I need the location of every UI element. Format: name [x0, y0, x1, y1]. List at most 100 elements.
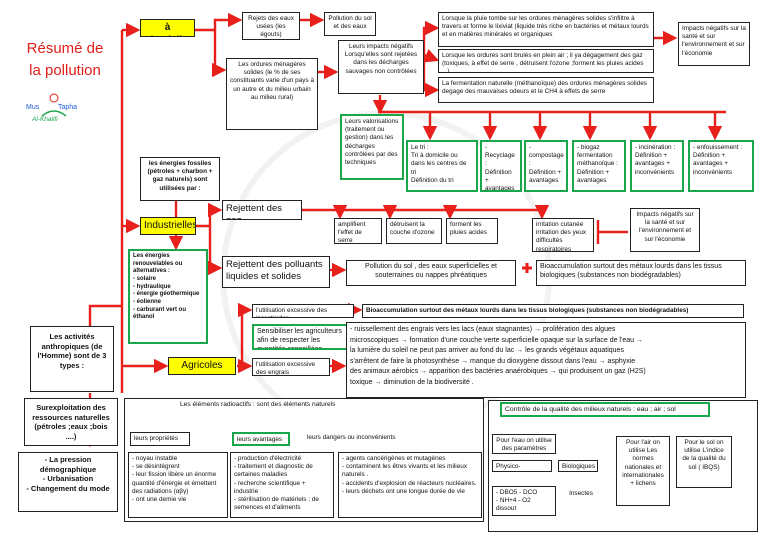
fossiles-box: les énergies fossiles (pétroles + charbo… [140, 157, 220, 201]
param-item: - NH+4 - O2 dissout [496, 497, 531, 513]
renouvelables-title: Les énergies renouvelables ou alternativ… [133, 253, 183, 275]
consequence-line: des animaux aérobics → apparition des ba… [350, 368, 646, 375]
rejets-box: Rejets des eaux usées (les égouts) [242, 12, 300, 40]
technique-line: Définition + avantages [529, 168, 562, 184]
eau-box: Pour l'eau on utilise des paramètres [492, 434, 556, 454]
technique-incineration: - incinération : Définition + avantages … [630, 140, 684, 192]
logo-text-2: Tapha [58, 104, 78, 111]
danger-item: - leurs déchets ont une longue durée de … [342, 487, 465, 495]
proprietes-list: - noyau instable - se désintègrent - leu… [128, 452, 228, 518]
air-box: Pour l'air on utilise Les normes nationa… [616, 436, 670, 506]
technique-compostage: - compostage : Définition + avantages [524, 140, 568, 192]
source-industrielles: Industrielles [140, 217, 196, 235]
technique-line: fermentation méthanoïque : [577, 152, 618, 168]
cause-item: - Changement du mode [26, 483, 110, 493]
logo: Mus Tapha Al-Khalifi [26, 92, 82, 126]
sol-box: Pour le sol on utilise L'indice de la qu… [676, 436, 732, 488]
param-item: - DBO5 - DCO [496, 489, 538, 496]
technique-line: Définition + avantages + inconvénients [693, 152, 733, 176]
impacts-sante-box: Impacts négatifs sur la santé et sur l'e… [678, 22, 750, 66]
technique-line: Définition + avantages + inconvénients [635, 152, 675, 176]
insectes-box: Insectes [566, 488, 596, 500]
physico-box: Physico-chimiques [492, 460, 552, 472]
engrais-box: l'utilisation excessive des engrais [252, 358, 330, 376]
source-agricoles: Agricoles [168, 357, 236, 375]
technique-line: Définition + avantages [577, 168, 610, 184]
activites-box: Les activités anthropiques (de l'Homme) … [30, 326, 114, 392]
logo-text-1: Mus [26, 104, 40, 111]
renouvelables-box: Les énergies renouvelables ou alternativ… [128, 249, 208, 344]
source-domicile: à domicile [140, 19, 195, 37]
impacts-box: Leurs impacts négatifs Lorsqu'elles sont… [338, 40, 424, 94]
danger-item: - contaminent les êtres vivants et les m… [342, 463, 468, 479]
params-box: - DBO5 - DCO - NH+4 - O2 dissout [492, 486, 556, 516]
consequence-line: - ruissellement des engrais vers les lac… [350, 326, 616, 333]
technique-enfouissement: - enfouissement : Définition + avantages… [688, 140, 754, 192]
pluie-box: Lorsque la pluie tombe sur les ordures m… [438, 12, 654, 47]
danger-item: - accidents d'explosion de réacteurs nuc… [342, 479, 477, 487]
consequence-line: microscopiques → formation d'une couche … [350, 336, 643, 344]
logo-icon [41, 93, 67, 117]
renouvelable-item: - carburant vert ou éthanol [133, 306, 187, 321]
biologiques-box: Biologiques [558, 460, 598, 472]
page-title: Résumé de la pollution [20, 38, 110, 82]
pollution-eaux-box: Pollution du sol , des eaux superficiell… [346, 260, 516, 286]
fermentation-box: La fermentation naturelle (méthanoïque) … [438, 77, 654, 103]
renouvelable-item: - éolienne [133, 299, 162, 306]
gaz-effet-2: détruisent la couche d'ozone [386, 218, 442, 244]
technique-label: - compostage : [529, 144, 564, 168]
valorisations-box: Leurs valorisations (traitement ou gesti… [340, 114, 404, 180]
surexploitation-box: Surexploitation des ressources naturelle… [24, 398, 118, 446]
technique-recyclage: - Recyclage : Définition + avantages [480, 140, 522, 192]
avantage-item: - recherche scientifique + industrie [234, 479, 306, 495]
technique-line: Définition + avantages [485, 168, 515, 192]
proprietes-box: leurs propriétés [130, 432, 190, 446]
rejet-polluants-box: Rejettent des polluants liquides et soli… [222, 256, 330, 288]
propriete-item: - leur fission libère un énorme quantité… [132, 471, 217, 495]
gaz-effet-3: forment les pluies acides [446, 218, 498, 244]
avantages-list: - production d'électricité - traitement … [230, 452, 334, 518]
avantage-item: - stérilisation de matériels ; de semenc… [234, 495, 319, 512]
eutrophisation-box: - ruissellement des engrais vers les lac… [346, 322, 746, 398]
cause-item: - La pression démographique [39, 455, 97, 474]
avantages-box: leurs avantages [232, 432, 290, 446]
technique-label: - enfouissement : [693, 144, 743, 151]
controle-title: Contrôle de la qualité des milieux natur… [500, 402, 710, 417]
technique-line: Tri à domicile ou dans les centres de tr… [411, 152, 467, 176]
avantage-item: - production d'électricité [234, 455, 302, 462]
title-line-1: Résumé de [26, 40, 104, 57]
dangers-list: - agents cancérigènes et mutagènes - con… [338, 452, 482, 518]
radioactifs-title: Les éléments radioactifs : sont des élém… [180, 401, 336, 408]
insecticides-box: l'utilisation excessive des insecticides [252, 304, 354, 318]
technique-label: - Recyclage : [485, 144, 515, 168]
technique-label: - biogaz [577, 144, 600, 151]
renouvelable-item: - solaire [133, 276, 157, 283]
propriete-item: - ont une demie vie [132, 495, 187, 503]
technique-line: Définition du tri [411, 176, 454, 184]
causes-box: - La pression démographique - Urbanisati… [18, 452, 118, 512]
technique-biogaz: - biogaz fermentation méthanoïque : Défi… [572, 140, 626, 192]
dangers-box: leurs dangers ou inconvénients [304, 432, 402, 446]
gaz-effet-1: amplifient l'effet de serre [334, 218, 382, 244]
danger-item: - agents cancérigènes et mutagènes [342, 455, 446, 462]
renouvelable-item: - hydraulique [133, 283, 171, 290]
ordures-box: Les ordures ménagères solides (le % de s… [226, 58, 318, 130]
consequence-line: s'arrêtent de faire la photosynthèse → m… [350, 357, 636, 365]
avantage-item: - traitement et diagnostic de certaines … [234, 463, 313, 479]
propriete-item: - se désintègrent [132, 463, 180, 471]
industrie-impacts-box: Impacts négatifs sur la santé et sur l'e… [630, 208, 700, 252]
consequence-line: la lumière du soleil ne peut pas arriver… [350, 347, 624, 354]
brulees-box: Lorsque les ordures sont brulés en plein… [438, 49, 654, 73]
rejet-gaz-box: Rejettent des gaz [222, 200, 302, 220]
technique-label: Le tri : [411, 144, 429, 151]
bioaccumulation-box: Bioaccumulation surtout des métaux lourd… [536, 260, 746, 286]
title-line-2: la pollution [29, 61, 101, 79]
pollution-sol-box: Pollution du sol et des eaux [324, 12, 376, 36]
cause-item: - Urbanisation [42, 474, 94, 484]
agri-bioaccumulation-box: Bioaccumulation surtout des métaux lourd… [362, 304, 744, 318]
propriete-item: - noyau instable [132, 455, 178, 462]
gaz-effet-4: irritation cutanée irritation des yeux d… [532, 218, 594, 252]
logo-text-3: Al-Khalifi [32, 116, 58, 123]
technique-tri: Le tri : Tri à domicile ou dans les cent… [406, 140, 478, 192]
renouvelable-item: - énergie géothermique [133, 291, 200, 298]
